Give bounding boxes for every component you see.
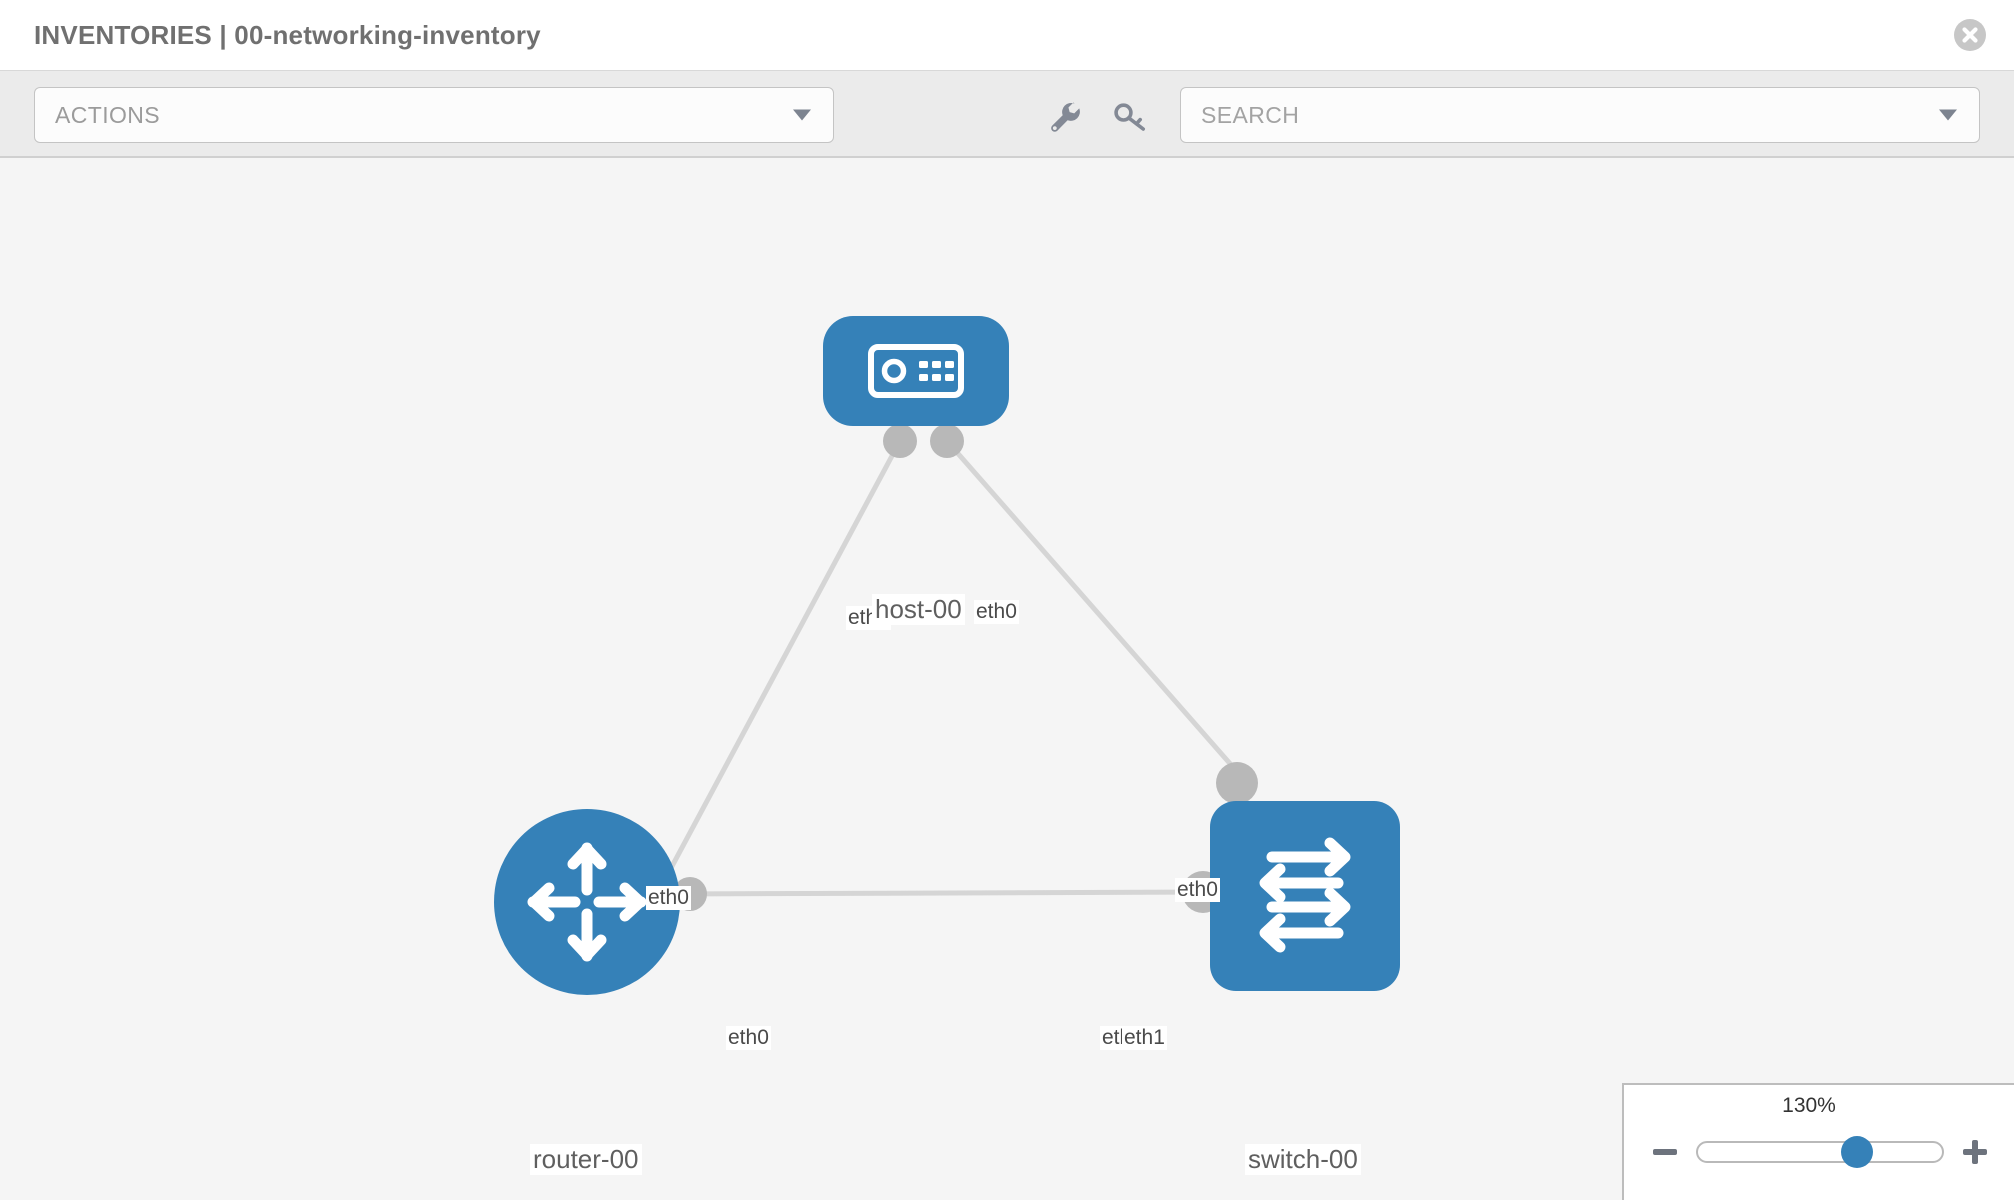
switch-arrows-icon [1259, 837, 1351, 953]
topology-node-host-00[interactable] [823, 316, 1009, 426]
zoom-slider-thumb[interactable] [1840, 1136, 1873, 1168]
topology-canvas[interactable]: eth0 eth0 eth0 eth0 eth0 eth0 eth1 host-… [0, 158, 2014, 1200]
page-header: INVENTORIES | 00-networking-inventory [0, 0, 2014, 70]
interface-dot-group [673, 424, 1258, 913]
router-arrows-icon [527, 842, 647, 962]
wrench-icon[interactable] [1043, 97, 1083, 137]
chevron-down-icon [1939, 109, 1957, 121]
topology-graph [652, 424, 1258, 913]
search-input[interactable]: SEARCH [1180, 87, 1980, 143]
iface-dot-host-left [883, 424, 917, 458]
zoom-slider-row [1650, 1133, 1990, 1171]
actions-dropdown-label: ACTIONS [55, 101, 161, 128]
search-placeholder: SEARCH [1201, 101, 1300, 128]
zoom-control-panel: 130% [1622, 1083, 2014, 1200]
iface-dot-switch-top [1216, 762, 1258, 804]
edge-group [652, 439, 1249, 900]
iface-dot-host-right [930, 424, 964, 458]
actions-dropdown[interactable]: ACTIONS [34, 87, 834, 143]
topology-node-switch-00[interactable] [1210, 801, 1400, 991]
key-icon[interactable] [1110, 97, 1150, 137]
edge-router-switch [671, 889, 1216, 897]
zoom-level-value: 130% [1782, 1094, 1836, 1117]
edge-host-router [652, 439, 903, 900]
topology-node-router-00[interactable] [494, 809, 680, 995]
zoom-slider[interactable] [1696, 1136, 1944, 1168]
minus-icon[interactable] [1650, 1137, 1680, 1167]
plus-icon[interactable] [1960, 1137, 1990, 1167]
toolbar: ACTIONS SEARCH [0, 70, 2014, 158]
page-title: INVENTORIES | 00-networking-inventory [34, 19, 541, 50]
server-device-icon [868, 344, 964, 398]
edge-host-switch [945, 439, 1249, 785]
chevron-down-icon [793, 109, 811, 121]
close-icon[interactable] [1954, 19, 1986, 51]
